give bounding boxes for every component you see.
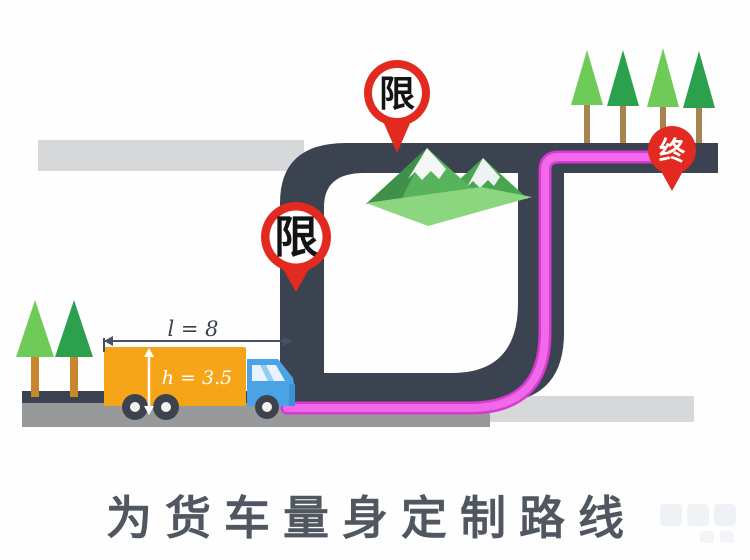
top-road-light-segment <box>38 140 304 171</box>
route-line <box>280 150 665 415</box>
length-dimension: l = 8 <box>103 317 292 352</box>
truck-wheel <box>255 395 279 419</box>
windshield-glare <box>260 365 274 381</box>
truck-front-bumper <box>289 384 295 406</box>
limit-pin-icon: 限 <box>261 202 331 292</box>
pine-trees-bottom-left <box>16 300 93 397</box>
pine-tree-icon <box>16 300 54 397</box>
caption: 为货车量身定制路线 <box>106 491 637 545</box>
pine-tree-icon <box>55 300 93 397</box>
destination-pin-label: 终 <box>659 136 686 167</box>
height-label: h = 3.5 <box>162 367 232 389</box>
truck: l = 8 h = 3.5 <box>103 317 295 420</box>
truck-cargo-box <box>104 347 246 406</box>
mountain-icon <box>366 148 532 226</box>
pine-tree-icon <box>607 50 639 143</box>
truck-wheel <box>153 394 179 420</box>
limit-pin-icon: 限 <box>364 60 430 153</box>
limit-pin-label: 限 <box>274 212 318 263</box>
height-dimension: h = 3.5 <box>144 348 232 415</box>
pine-tree-icon <box>647 48 679 143</box>
limit-pin-label: 限 <box>379 74 415 115</box>
length-label: l = 8 <box>167 317 218 341</box>
watermark <box>660 504 736 543</box>
truck-wheel <box>122 394 148 420</box>
pine-tree-icon <box>683 51 715 143</box>
pine-trees-top-right <box>571 48 715 143</box>
pine-tree-icon <box>571 50 603 143</box>
destination-pin-icon: 终 <box>648 126 696 191</box>
